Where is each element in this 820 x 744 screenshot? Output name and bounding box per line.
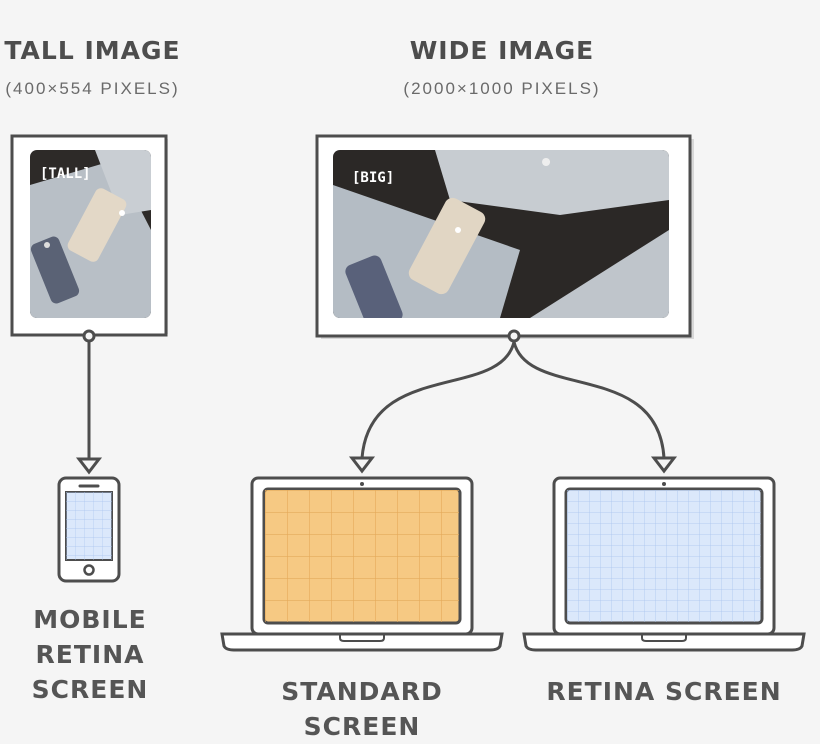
- standard-laptop-icon: [220, 476, 504, 652]
- wide-image-title: WIDE IMAGE: [409, 36, 595, 65]
- mobile-screen-label: MOBILE RETINA SCREEN: [31, 605, 149, 704]
- wide-image-frame: [BIG]: [315, 134, 694, 339]
- tall-connector-dot: [82, 329, 96, 343]
- connectors: [87, 341, 666, 462]
- tall-image-tag: [TALL]: [40, 166, 91, 182]
- retina-laptop-icon: [522, 476, 806, 652]
- wide-photo: [333, 150, 669, 318]
- tall-photo: [30, 150, 151, 318]
- mobile-phone-icon: [57, 476, 121, 583]
- wide-to-retina-curve: [512, 341, 666, 459]
- wide-image-size: (2000×1000 PIXELS): [403, 79, 601, 98]
- tall-image-frame: [TALL]: [10, 134, 168, 337]
- tall-image-size: (400×554 PIXELS): [5, 79, 180, 98]
- standard-screen-label: STANDARD SCREEN: [281, 677, 443, 741]
- wide-connector-dot: [507, 329, 521, 343]
- arrow-to-retina-icon: [650, 456, 678, 474]
- arrow-to-standard-icon: [348, 456, 376, 474]
- wide-image-tag: [BIG]: [352, 170, 394, 186]
- tall-image-title: TALL IMAGE: [4, 36, 181, 65]
- wide-to-standard-curve: [360, 341, 516, 459]
- arrow-to-mobile-icon: [75, 457, 103, 475]
- retina-screen-label: RETINA SCREEN: [546, 677, 782, 706]
- diagram-canvas: [TALL] [BIG]: [10, 134, 806, 652]
